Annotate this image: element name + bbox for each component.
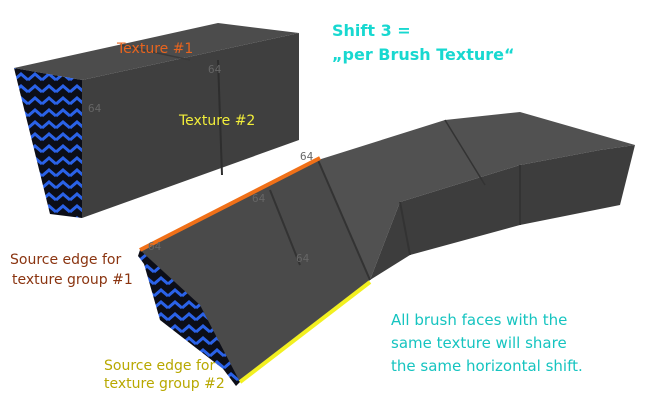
heading-line-2: „per Brush Texture“ — [332, 45, 515, 64]
beam-front-face — [140, 160, 370, 382]
beam-side-face — [370, 145, 635, 280]
grid-mark: 64 — [88, 102, 102, 115]
beam-seam-3 — [399, 201, 411, 256]
beam-seam-2 — [317, 159, 371, 281]
source-edge-1-label-line-2: texture group #1 — [12, 272, 133, 288]
note-line-3: the same horizontal shift. — [391, 357, 583, 375]
beam-seam-1 — [269, 189, 301, 266]
grid-mark: 64 — [148, 240, 162, 253]
grid-mark: 64 — [296, 252, 310, 265]
source-edge-2-label-line-1: Source edge for — [104, 358, 216, 374]
lower-brush-beam[interactable] — [138, 112, 635, 386]
upper-block-top-face — [14, 23, 299, 80]
beam-patterned-end-face — [140, 250, 240, 382]
upper-block-patterned-face — [14, 68, 82, 218]
heading-line-1: Shift 3 = — [332, 21, 411, 40]
upper-block-divider — [217, 59, 223, 176]
upper-block-top-seam — [119, 44, 191, 61]
grid-mark: 64 — [208, 63, 222, 76]
source-edge-texture-2 — [238, 280, 372, 384]
source-edge-1-label-line-1: Source edge for — [10, 252, 122, 268]
grid-mark: 64 — [252, 192, 266, 205]
upper-brush-block[interactable] — [14, 23, 299, 218]
source-edge-2-label-line-2: texture group #2 — [104, 376, 225, 392]
source-edge-texture-1 — [139, 156, 321, 252]
texture-2-label: Texture #2 — [179, 113, 256, 129]
grid-mark: 64 — [300, 150, 314, 163]
texture-1-label: Texture #1 — [117, 41, 194, 57]
note-line-1: All brush faces with the — [391, 311, 568, 329]
upper-block-front-face — [82, 33, 299, 218]
beam-seam-4 — [444, 119, 486, 186]
note-line-2: same texture will share — [391, 334, 567, 352]
